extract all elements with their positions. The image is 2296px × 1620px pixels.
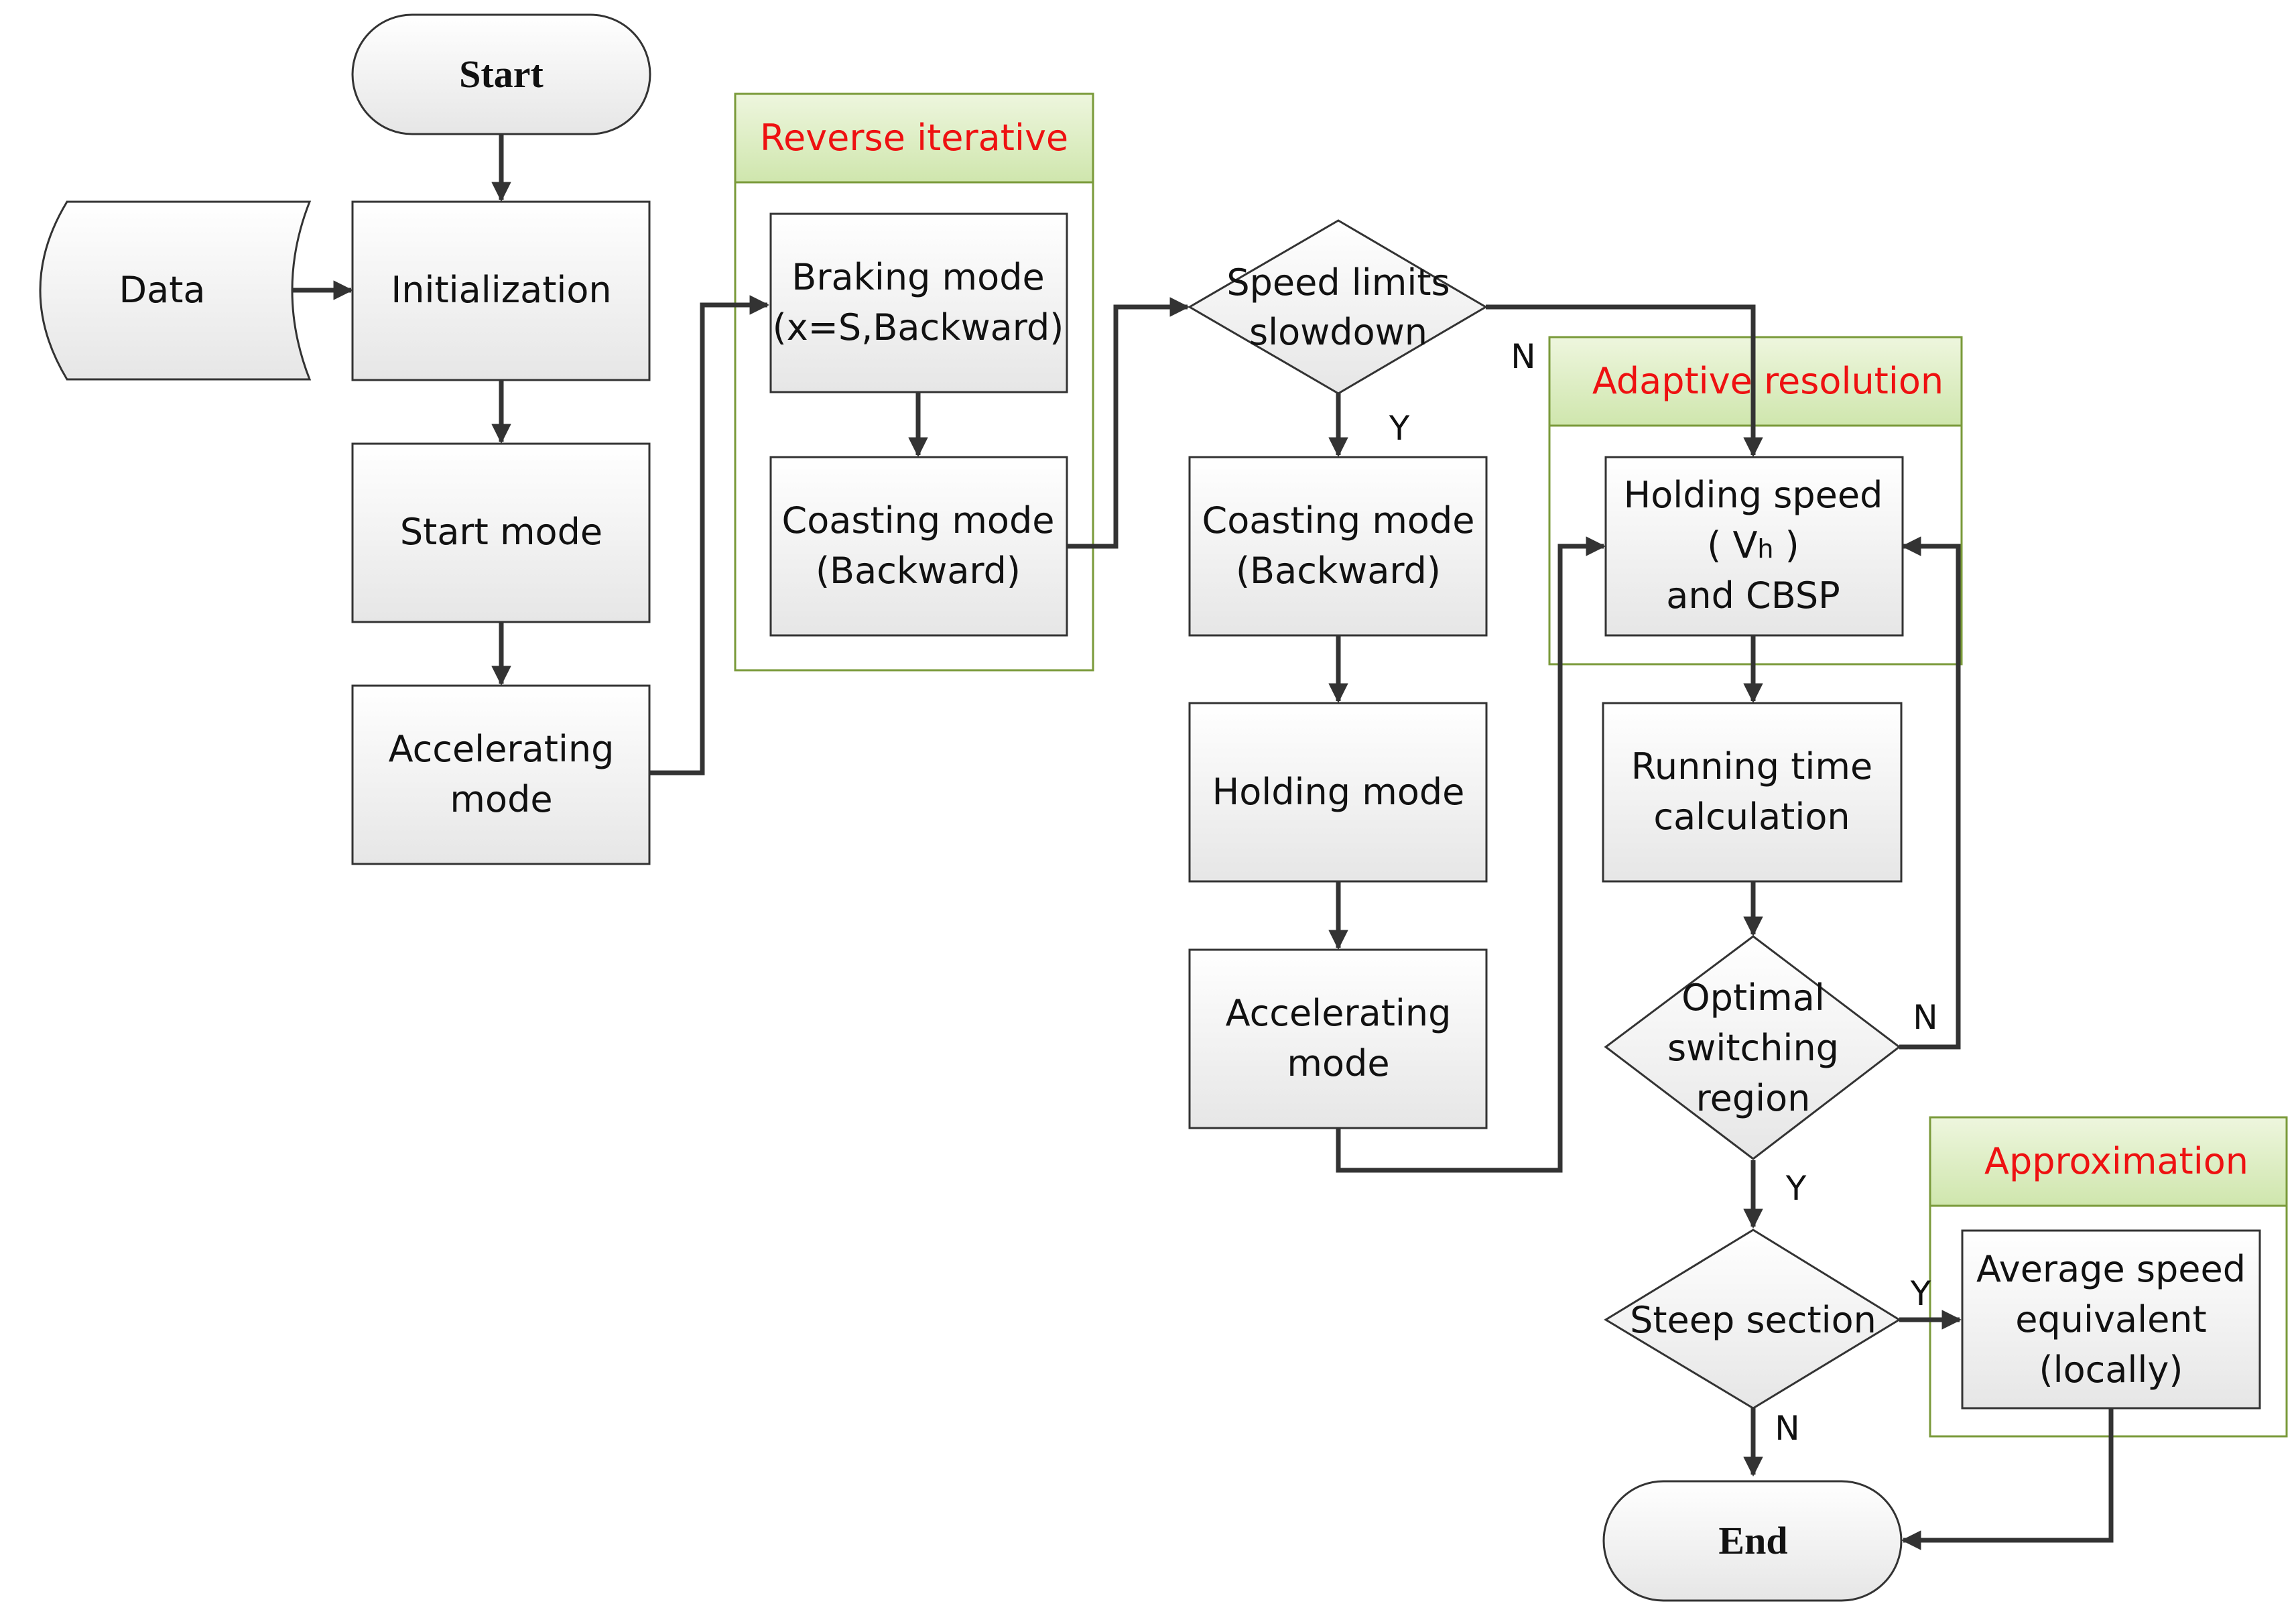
holding-speed-label-line3: and CBSP bbox=[1666, 574, 1840, 617]
edge-average-speed-to-end bbox=[1901, 1408, 2114, 1550]
label-speed-limits-no: N bbox=[1511, 337, 1535, 376]
accelerating-mode-node-1: Accelerating mode bbox=[351, 684, 651, 865]
holding-speed-label-line1: Holding speed bbox=[1624, 474, 1883, 516]
edge-optimal-to-holding-speed bbox=[1899, 536, 1961, 1050]
optimal-switching-label-line2: switching bbox=[1667, 1027, 1839, 1069]
label-speed-limits-yes: Y bbox=[1389, 409, 1410, 448]
holding-mode-label: Holding mode bbox=[1212, 771, 1465, 813]
edge-coasting-to-speed-limits bbox=[1067, 297, 1190, 549]
holding-speed-node: Holding speed ( Vh ) and CBSP bbox=[1604, 456, 1904, 637]
edge-accelerating-2-to-holding-speed bbox=[1336, 536, 1606, 1173]
optimal-switching-label-line3: region bbox=[1696, 1077, 1811, 1119]
group-title-adaptive-resolution: Adaptive resolution bbox=[1592, 360, 1943, 402]
connectors bbox=[290, 134, 2114, 1550]
running-time-node: Running time calculation bbox=[1602, 702, 1903, 883]
average-speed-label-line1: Average speed bbox=[1976, 1248, 2246, 1290]
holding-mode-node: Holding mode bbox=[1188, 702, 1488, 883]
initialization-node: Initialization bbox=[351, 200, 651, 381]
group-title-approximation: Approximation bbox=[1984, 1140, 2248, 1182]
coasting-mode-label-1-line2: (Backward) bbox=[816, 550, 1021, 592]
start-mode-label: Start mode bbox=[400, 511, 602, 553]
average-speed-node: Average speed equivalent (locally) bbox=[1961, 1229, 2261, 1410]
steep-section-label: Steep section bbox=[1630, 1299, 1876, 1341]
label-steep-no: N bbox=[1775, 1409, 1799, 1448]
group-title-reverse-iterative: Reverse iterative bbox=[760, 117, 1068, 159]
edge-speed-limits-to-holding-speed bbox=[1486, 304, 1763, 457]
group-approximation: Approximation bbox=[1929, 1116, 2288, 1438]
optimal-switching-label-line1: Optimal bbox=[1681, 977, 1825, 1019]
coasting-mode-label-2-line1: Coasting mode bbox=[1202, 499, 1475, 542]
speed-limits-label-line2: slowdown bbox=[1249, 311, 1427, 353]
label-optimal-no: N bbox=[1913, 998, 1937, 1037]
label-optimal-yes: Y bbox=[1785, 1169, 1807, 1208]
label-steep-yes: Y bbox=[1910, 1274, 1931, 1313]
group-reverse-iterative: Reverse iterative bbox=[734, 92, 1094, 672]
running-time-label-line1: Running time bbox=[1631, 745, 1872, 788]
end-label: End bbox=[1718, 1519, 1787, 1562]
holding-speed-label-line2: ( Vh ) bbox=[1707, 524, 1799, 566]
accelerating-mode-label-2-line1: Accelerating bbox=[1226, 992, 1452, 1034]
optimal-switching-decision: Optimal switching region bbox=[1604, 935, 1901, 1160]
braking-mode-node: Braking mode (x=S,Backward) bbox=[769, 212, 1068, 393]
coasting-mode-label-1-line1: Coasting mode bbox=[782, 499, 1055, 542]
accelerating-mode-label-1-line2: mode bbox=[450, 778, 552, 820]
accelerating-mode-label-1-line1: Accelerating bbox=[389, 728, 615, 770]
average-speed-label-line2: equivalent bbox=[2015, 1298, 2206, 1341]
coasting-mode-node-2: Coasting mode (Backward) bbox=[1188, 456, 1488, 637]
speed-limits-label-line1: Speed limits bbox=[1226, 261, 1450, 304]
speed-limits-decision: Speed limits slowdown bbox=[1188, 219, 1488, 395]
accelerating-mode-node-2: Accelerating mode bbox=[1188, 948, 1488, 1129]
coasting-mode-label-2-line2: (Backward) bbox=[1236, 550, 1441, 592]
edge-accelerating-to-braking bbox=[648, 295, 769, 775]
start-mode-node: Start mode bbox=[351, 442, 651, 623]
data-store-node: Data bbox=[39, 200, 312, 381]
running-time-label-line2: calculation bbox=[1653, 796, 1850, 838]
coasting-mode-node-1: Coasting mode (Backward) bbox=[769, 456, 1068, 637]
average-speed-label-line3: (locally) bbox=[2039, 1349, 2183, 1391]
start-terminal: Start bbox=[351, 13, 651, 135]
data-label: Data bbox=[119, 269, 206, 311]
start-label: Start bbox=[459, 52, 544, 96]
braking-mode-label-line1: Braking mode bbox=[791, 256, 1044, 298]
edge-labels: Y N N Y Y N bbox=[1389, 337, 1938, 1448]
initialization-label: Initialization bbox=[391, 269, 611, 311]
braking-mode-label-line2: (x=S,Backward) bbox=[773, 306, 1064, 349]
steep-section-decision: Steep section bbox=[1604, 1229, 1901, 1410]
end-terminal: End bbox=[1602, 1480, 1903, 1602]
accelerating-mode-label-2-line2: mode bbox=[1287, 1042, 1389, 1084]
